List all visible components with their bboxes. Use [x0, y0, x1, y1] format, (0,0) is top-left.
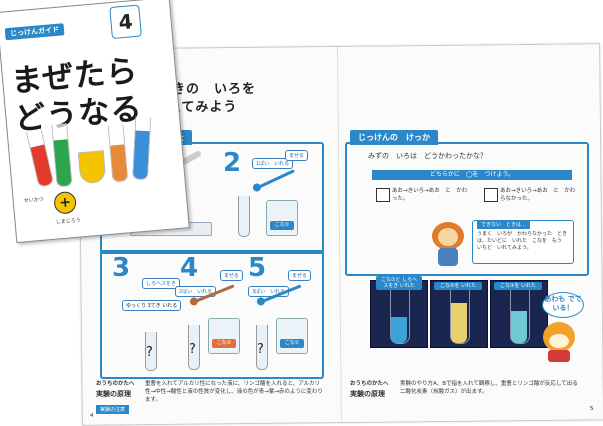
test-tube-icon	[145, 332, 157, 371]
hint-title: できない ときは…	[477, 220, 531, 229]
orange-tube-icon	[107, 124, 129, 183]
step-5-tag: まぜる	[288, 270, 311, 281]
step-2-number: 2	[223, 148, 242, 178]
cover-series-label: せいかつ	[23, 196, 45, 205]
photo-2-tag: こな②を いれた	[434, 282, 482, 290]
mascot-speech-bubble: あわも でている！	[542, 292, 584, 318]
result-photo-2	[430, 280, 488, 348]
cover-footer: しまじろう	[55, 217, 81, 226]
test-tube-icon	[256, 325, 268, 370]
choose-banner: どちらかに ◯を つけよう。	[372, 170, 572, 180]
red-tube-icon	[25, 128, 55, 188]
page-title-line2: えてみよう	[168, 100, 238, 115]
tiger-mascot-icon	[540, 322, 578, 362]
question-text: みずの いろは どうかわったかな？	[368, 152, 487, 160]
footer-heading: おうちのかたへ	[350, 381, 389, 387]
question-mark: ?	[189, 342, 196, 357]
result-photo-1	[370, 280, 428, 348]
jar-label: こな①	[270, 221, 294, 230]
step-3-note: ゆっくり 3てき いれる	[122, 300, 182, 311]
step-4-number: 4	[180, 253, 199, 283]
photo-3-tag: こな③を いれた	[494, 282, 542, 290]
notice-label: 実験の注意	[96, 405, 130, 414]
section-tab-results: じっけんの けっか	[350, 130, 438, 145]
option-2-text: あお→きいろ→あお と かわらなかった。	[500, 188, 576, 202]
hint-box: できない ときは… うまく いろが かわらなかった ときは、たいどに いれた こ…	[472, 220, 574, 264]
cover-plus-badge: +	[53, 190, 78, 215]
step-3-label: しろへスをき	[142, 278, 181, 289]
question-mark: ?	[146, 345, 153, 360]
step-4-tag: まぜる	[220, 270, 243, 281]
powder-jar-icon: こな①	[266, 200, 298, 236]
answer-checkbox-1[interactable]	[376, 188, 390, 202]
lion-mascot-icon	[430, 222, 466, 266]
photo-1-tag: こな①と しろへスをき いれた	[376, 276, 422, 290]
step-5-number: 5	[248, 253, 267, 283]
yellow-flask-icon	[77, 150, 107, 185]
blue-tube-icon	[132, 116, 152, 181]
cover-volume-number: 4	[109, 4, 142, 40]
test-tube-icon	[238, 196, 250, 237]
footer-sub: 実験の原理	[350, 390, 385, 398]
footer-heading: おうちのかたへ	[96, 381, 135, 387]
page-number-right: 5	[590, 406, 594, 412]
step-3-number: 3	[112, 253, 131, 283]
cover-tag: じっけんガイド	[4, 23, 65, 41]
answer-checkbox-2[interactable]	[484, 188, 498, 202]
jar-label: こな①	[280, 339, 304, 348]
jar-label: こな②	[212, 339, 236, 348]
book-cover: じっけんガイド 4 まぜたら どうなる せいかつ + しまじろう	[0, 0, 190, 244]
footer-text: 重曹を入れてアルカリ性になった液に、リンゴ酸を入れると、アルカリ性→中性→酸性と…	[145, 381, 323, 403]
powder-jar-icon: こな②	[208, 318, 240, 354]
results-frame	[345, 142, 589, 276]
step-2-tag: まぜる	[285, 150, 308, 161]
page-title-line1: ときの いろを	[158, 82, 257, 97]
result-photo-3	[490, 280, 548, 348]
option-1-text: あお→きいろ→あお と かわった。	[392, 188, 468, 202]
page-number-left: 4	[90, 413, 94, 419]
test-tube-icon	[188, 325, 200, 370]
step-2-label: 1ぱい いれる	[252, 158, 294, 169]
steps-frame-bottom	[100, 250, 324, 379]
footer-sub: 実験の原理	[96, 390, 131, 398]
powder-jar-icon: こな①	[276, 318, 308, 354]
question-mark: ?	[257, 342, 264, 357]
hint-text: うまく いろが かわらなかった ときは、たいどに いれた こなを もう いちど …	[477, 231, 568, 251]
footer-text: 実験のやり方A、Bで指を入れて観察し、重曹とリンゴ酸が反応して出る二酸化炭素（炭…	[400, 381, 578, 395]
